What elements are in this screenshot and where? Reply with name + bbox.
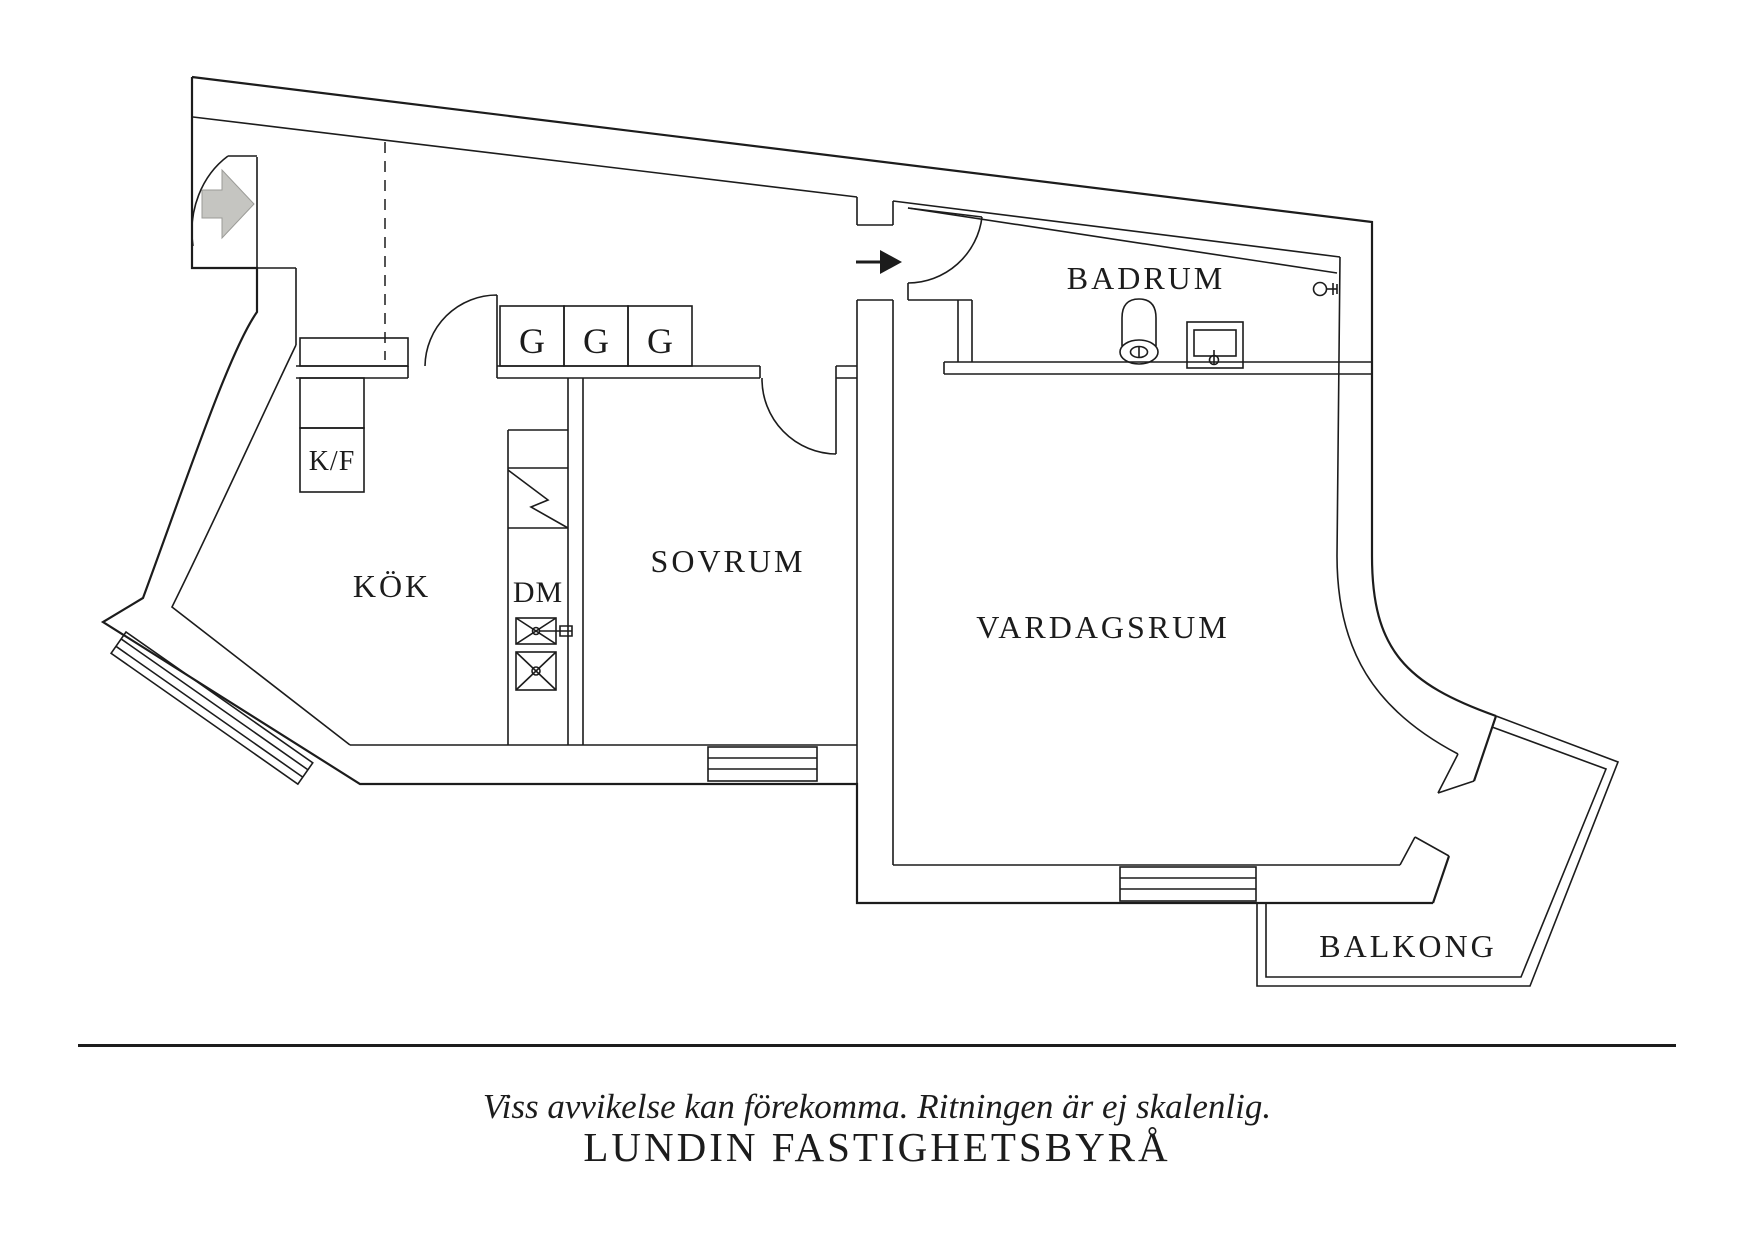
kitchen-cabinet [299, 377, 365, 429]
bathroom-south-wall [943, 361, 1372, 375]
wardrobe-box-3 [627, 305, 693, 367]
dishwasher-label: DM [513, 576, 563, 609]
inner-wall-kitchen-curve [170, 344, 351, 746]
bathroom-label: BADRUM [1067, 260, 1225, 296]
wardrobe-label-3: G [647, 321, 673, 361]
kitchen-counter [507, 429, 568, 745]
bathroom-door-arc [907, 207, 983, 284]
entry-door-arc [191, 155, 257, 247]
fridge-freezer-label: K/F [309, 446, 356, 477]
washbasin-icon [1186, 321, 1244, 369]
living-room-label: VARDAGSRUM [976, 609, 1229, 645]
hall-south-wall [296, 365, 857, 379]
wardrobe-label-2: G [583, 321, 609, 361]
passage-arrow-icon [856, 250, 902, 274]
bathroom-west-wall [907, 283, 973, 362]
outer-wall-boundary [100, 75, 1498, 905]
inner-wall-right [1336, 256, 1459, 866]
kitchen-window [109, 630, 314, 786]
fridge-freezer-box [299, 427, 365, 493]
inner-wall-bottom [350, 744, 1400, 866]
toilet-icon [1119, 298, 1159, 365]
kitchen-label: KÖK [353, 568, 431, 604]
footer-disclaimer: Viss avvikelse kan förekomma. Ritningen … [483, 1087, 1271, 1126]
inner-wall-top [192, 116, 1341, 258]
kitchen-bedroom-wall [567, 378, 584, 745]
footer-agency: LUNDIN FASTIGHETSBYRÅ [583, 1124, 1170, 1170]
balcony-label: BALKONG [1319, 928, 1496, 964]
bathroom-north-wall [907, 207, 1338, 274]
living-room-window [1119, 866, 1257, 902]
bedroom-label: SOVRUM [651, 543, 806, 579]
kitchen-door-arc [424, 294, 498, 367]
bedroom-window [707, 746, 818, 782]
central-divider-wall [856, 197, 894, 865]
wardrobe-label-1: G [519, 321, 545, 361]
hall-cabinet [299, 337, 409, 367]
entry-arrow-icon [201, 168, 255, 240]
kitchen-sink-icon [515, 617, 573, 691]
entrance-nook-walls [192, 157, 297, 345]
wall-valve-icon [1312, 281, 1338, 297]
stove-symbol [507, 469, 569, 529]
balcony-door-jambs [1414, 780, 1475, 857]
balcony-railing [1256, 715, 1620, 987]
footer-divider [78, 1044, 1676, 1047]
bedroom-door-arc [761, 377, 837, 455]
